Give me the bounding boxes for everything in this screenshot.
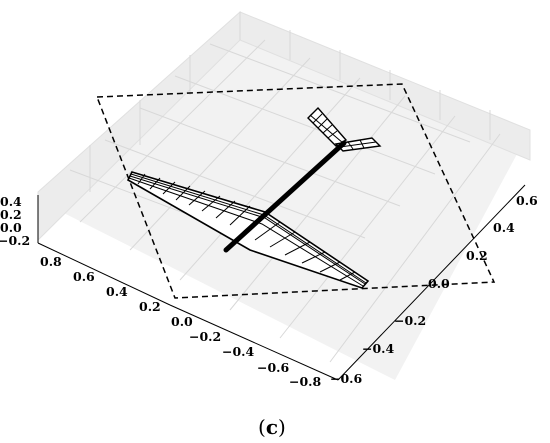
y-axis-line-left: [37, 242, 171, 306]
axis-lines: [37, 184, 526, 381]
vertical-tail: [307, 106, 348, 147]
x-tick: −0.4: [222, 344, 255, 359]
dashed-plane-outline: [95, 83, 496, 299]
y-tick-right: −0.6: [330, 371, 363, 386]
z-tick: 0.2: [0, 207, 22, 222]
y-tick: 0.0: [171, 314, 193, 329]
y-tick-right: 0.2: [466, 248, 488, 263]
y-axis-line-right: [337, 184, 526, 381]
z-tick: 0.4: [0, 194, 22, 209]
y-tick-labels-right: 0.6 0.4 0.2 0.0 −0.2 −0.4 −0.6: [330, 193, 538, 386]
y-tick-right: 0.4: [493, 220, 515, 235]
z-tick-labels: 0.4 0.2 0.0 −0.2: [0, 194, 30, 248]
z-tick: 0.0: [0, 220, 22, 235]
x-tick: −0.2: [189, 329, 221, 344]
x-axis-line-front: [169, 304, 339, 381]
z-tick: −0.2: [0, 233, 30, 248]
y-tick-labels-left: 0.8 0.6 0.4 0.2 0.0: [40, 254, 193, 329]
fuselage: [223, 140, 347, 253]
y-tick: 0.8: [40, 254, 62, 269]
figure-caption: (c): [258, 415, 286, 439]
y-tick: 0.4: [106, 284, 128, 299]
y-tick-right: −0.4: [362, 341, 395, 356]
y-tick-right: 0.0: [428, 276, 450, 291]
y-tick-right: 0.6: [516, 193, 538, 208]
y-tick: 0.6: [73, 269, 95, 284]
y-tick-right: −0.2: [394, 313, 426, 328]
x-tick: −0.6: [257, 360, 290, 375]
pane-grid: [69, 12, 501, 363]
x-tick-labels-front: −0.2 −0.4 −0.6 −0.8: [189, 329, 322, 389]
x-tick: −0.8: [289, 374, 322, 389]
y-tick: 0.2: [139, 299, 161, 314]
